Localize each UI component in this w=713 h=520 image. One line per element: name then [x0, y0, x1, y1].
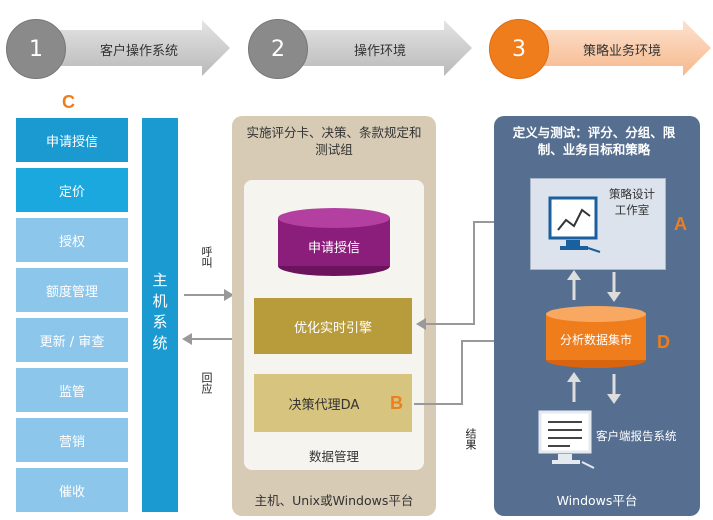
datamart-label: 分析数据集市	[559, 333, 632, 347]
step-1-arrow-shape	[34, 20, 230, 76]
step-1-label: 客户操作系统	[100, 44, 179, 59]
cylinder-label: 申请授信	[307, 241, 360, 256]
menu-item-marketing[interactable]: 营销	[16, 418, 128, 462]
menu-item-label: 催收	[58, 484, 85, 500]
strategy-panel-footer: Windows平台	[556, 493, 638, 508]
step-1-number: 1	[29, 36, 43, 62]
menu-item-limit-management[interactable]: 额度管理	[16, 268, 128, 312]
step-2-arrow: 2 操作环境	[248, 18, 474, 79]
mainframe-char: 系	[152, 313, 168, 331]
step-2-circle: 2	[248, 19, 308, 79]
step-3-label: 策略业务环境	[583, 44, 662, 59]
step-3-circle: 3	[489, 19, 549, 79]
realtime-engine-box: 优化实时引擎	[254, 298, 412, 354]
datamart-cylinder	[546, 306, 646, 368]
marker-c: C	[62, 92, 75, 112]
menu-item-label: 授权	[58, 234, 85, 250]
menu-item-pricing[interactable]: 定价	[16, 168, 128, 212]
strategy-panel-title: 定义与测试：评分、分组、限制、业务目标和策略	[512, 125, 676, 157]
menu-item-collection[interactable]: 催收	[16, 468, 128, 512]
step-3-number: 3	[512, 36, 526, 62]
step-2-number: 2	[271, 36, 285, 62]
operation-panel-footer: 主机、Unix或Windows平台	[254, 493, 414, 508]
mainframe-char: 主	[152, 271, 168, 289]
mainframe-bar	[142, 118, 178, 512]
marker-a: A	[674, 214, 687, 234]
marker-d: D	[657, 332, 670, 352]
data-management-label: 数据管理	[308, 449, 359, 464]
menu-item-label: 定价	[58, 184, 85, 200]
studio-datamart-arrows	[567, 270, 621, 302]
decision-agent-label: 决策代理DA	[288, 397, 360, 413]
report-system-label: 客户端报告系统	[596, 429, 677, 443]
menu-item-label: 申请授信	[45, 134, 98, 150]
menu-item-label: 监管	[58, 384, 85, 400]
monitor-chart-icon	[548, 196, 601, 253]
mainframe-label: 主 机 系 统	[142, 270, 178, 354]
mainframe-char: 统	[152, 334, 168, 352]
step-3-arrow-shape	[517, 20, 711, 76]
step-1-circle: 1	[6, 19, 66, 79]
menu-item-apply-credit[interactable]: 申请授信	[16, 118, 128, 162]
step-1-arrow: 1 客户操作系统	[6, 18, 232, 79]
response-label: 回应	[200, 372, 213, 394]
menu-item-authorization[interactable]: 授权	[16, 218, 128, 262]
marker-b: B	[390, 393, 403, 413]
menu-item-label: 额度管理	[45, 284, 98, 300]
call-response-arrows	[182, 289, 234, 345]
step-3-arrow: 3 策略业务环境	[489, 18, 713, 79]
decision-agent-box: 决策代理DA	[254, 374, 412, 432]
menu-item-label: 营销	[58, 434, 85, 450]
apply-credit-cylinder	[278, 208, 390, 276]
step-2-label: 操作环境	[354, 44, 407, 59]
menu-item-supervision[interactable]: 监管	[16, 368, 128, 412]
datamart-report-arrows	[567, 372, 621, 404]
report-monitor-icon	[538, 410, 595, 469]
operation-panel-title: 实施评分卡、决策、条款规定和测试组	[246, 125, 422, 157]
realtime-engine-label: 优化实时引擎	[293, 320, 372, 336]
result-label: 结果	[464, 428, 477, 450]
step-2-arrow-shape	[276, 20, 472, 76]
call-label: 呼叫	[200, 246, 213, 268]
menu-item-update-review[interactable]: 更新 / 审查	[16, 318, 128, 362]
menu-item-label: 更新 / 审查	[39, 334, 105, 350]
strategy-studio-label: 策略设计工作室	[609, 187, 655, 217]
mainframe-char: 机	[152, 292, 168, 310]
